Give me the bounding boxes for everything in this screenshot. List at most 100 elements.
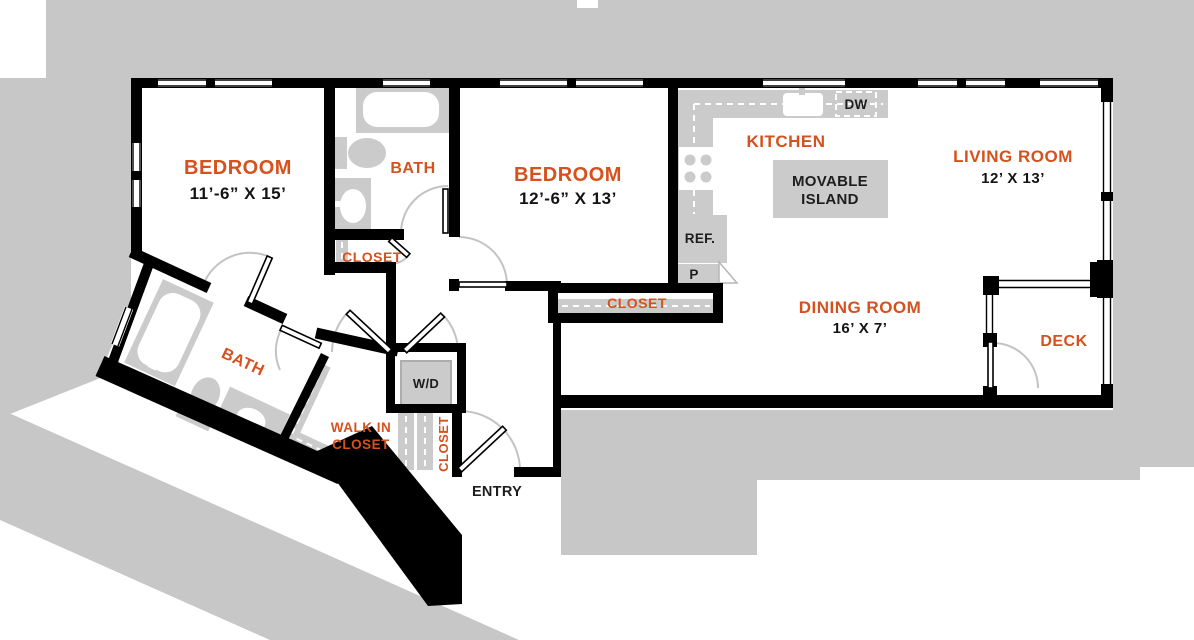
burner-icon xyxy=(700,154,712,166)
vanity-faucet xyxy=(334,201,341,207)
walls xyxy=(95,78,1113,606)
toilet-tank xyxy=(334,137,347,169)
wall-bath2-walkin xyxy=(278,353,330,442)
burner-icon xyxy=(684,171,696,183)
counter-edge-dashes xyxy=(693,103,883,214)
wall-bath1-bedroom2 xyxy=(449,85,460,237)
window-mullion xyxy=(957,78,966,88)
washer-dryer-label: W/D xyxy=(413,376,439,391)
bedroom1-door-arc xyxy=(203,251,271,284)
refrigerator-box xyxy=(676,215,727,263)
stove xyxy=(679,147,717,190)
wall-wing-southwest xyxy=(95,355,347,485)
wall-post xyxy=(1101,78,1113,102)
bedroom1-door xyxy=(246,254,274,306)
wall-bath1-bottom xyxy=(324,229,404,240)
bathtub xyxy=(137,292,201,373)
bedroom1-label: BEDROOM xyxy=(184,157,292,179)
wall-wd-right xyxy=(457,343,466,413)
sink-faucet xyxy=(799,85,805,95)
dining-room-dims: 16’ X 7’ xyxy=(833,320,888,337)
window xyxy=(763,79,845,87)
closet1-label: CLOSET xyxy=(342,249,402,265)
dishwasher-label: DW xyxy=(844,97,867,112)
window xyxy=(110,306,134,347)
island-label-line1: MOVABLE xyxy=(792,173,868,190)
closet2-shelf xyxy=(558,299,713,313)
window-mullion xyxy=(567,78,576,88)
background-top-band xyxy=(46,0,1194,78)
wall-stub xyxy=(449,279,459,291)
hall-door-left xyxy=(345,309,393,355)
vanity-sink xyxy=(340,189,366,223)
wall-wd-bottom xyxy=(386,404,466,413)
top-windows xyxy=(158,78,1098,88)
deck-post xyxy=(983,386,997,398)
deck-door-arc xyxy=(992,342,1039,389)
background-bottom-band xyxy=(561,410,1113,555)
door-leaves xyxy=(246,188,994,473)
hall-door-right xyxy=(401,311,446,354)
living-room-dims: 12’ X 13’ xyxy=(981,170,1045,187)
closet1-shelf xyxy=(336,240,348,264)
pantry-label: P xyxy=(689,267,698,282)
wall-closet2-top xyxy=(548,283,723,293)
dining-room-label: DINING ROOM xyxy=(799,298,922,317)
wall-post xyxy=(1101,384,1113,408)
wall-entry-stub xyxy=(452,467,462,477)
wall-closet1-bottom xyxy=(324,262,396,273)
wall-closet2-right xyxy=(713,283,723,323)
wall-bedroom2-bottom xyxy=(505,281,561,291)
deck-post xyxy=(1090,262,1113,297)
washer-dryer-box xyxy=(400,360,452,406)
toilet-bowl xyxy=(348,138,386,168)
bath1-label: BATH xyxy=(390,160,435,177)
refrigerator-label: REF. xyxy=(685,231,715,246)
wall-wd-left xyxy=(386,343,395,413)
burner-icon xyxy=(700,171,712,183)
closet1-door xyxy=(387,236,412,259)
entry-label: ENTRY xyxy=(472,484,522,500)
walkin-label-line1: WALK IN xyxy=(331,420,392,435)
closet2-label: CLOSET xyxy=(607,295,667,311)
deck-post xyxy=(983,276,999,295)
bedroom2-door xyxy=(458,281,508,288)
entry-closet-rods xyxy=(405,416,426,468)
kitchen-label: KITCHEN xyxy=(746,132,825,151)
movable-island-box xyxy=(773,160,888,218)
window xyxy=(1040,79,1098,87)
wall-entry-closet-right xyxy=(452,408,462,470)
bath1-fixtures xyxy=(334,86,453,233)
deck-label: DECK xyxy=(1040,333,1087,350)
entry-door xyxy=(456,425,508,473)
pantry-box xyxy=(676,264,719,283)
wall-wing-diagonal xyxy=(128,247,212,293)
wall-wd-top xyxy=(386,343,466,352)
bedroom2-dims: 12’-6” X 13’ xyxy=(519,189,617,208)
tub-faucet xyxy=(440,104,449,113)
burner-icon xyxy=(684,154,696,166)
background-diagonal-band xyxy=(0,409,519,640)
window-mullion xyxy=(131,171,142,180)
walkin-label-line2: CLOSET xyxy=(332,437,390,452)
background-right-band xyxy=(1113,78,1194,480)
bedroom2-door-arc xyxy=(458,236,508,286)
wall-closet2-bottom xyxy=(548,313,723,323)
bedroom1-dims: 11’-6” X 15’ xyxy=(190,184,287,203)
island-label-line2: ISLAND xyxy=(801,191,859,208)
background-left-band xyxy=(0,78,150,418)
bedroom2-label: BEDROOM xyxy=(514,164,622,186)
exterior-wall-bottom xyxy=(553,395,1113,408)
pantry-door-icon xyxy=(718,259,739,284)
window-mullion xyxy=(1101,192,1113,201)
bathtub xyxy=(363,92,439,127)
dishwasher-outline xyxy=(835,91,877,117)
kitchen-fixtures xyxy=(676,85,888,284)
wall-closet2-left xyxy=(548,283,558,323)
tub-faucet xyxy=(147,358,160,371)
bath1-door-arc xyxy=(400,185,449,234)
bath1-door xyxy=(442,188,449,234)
